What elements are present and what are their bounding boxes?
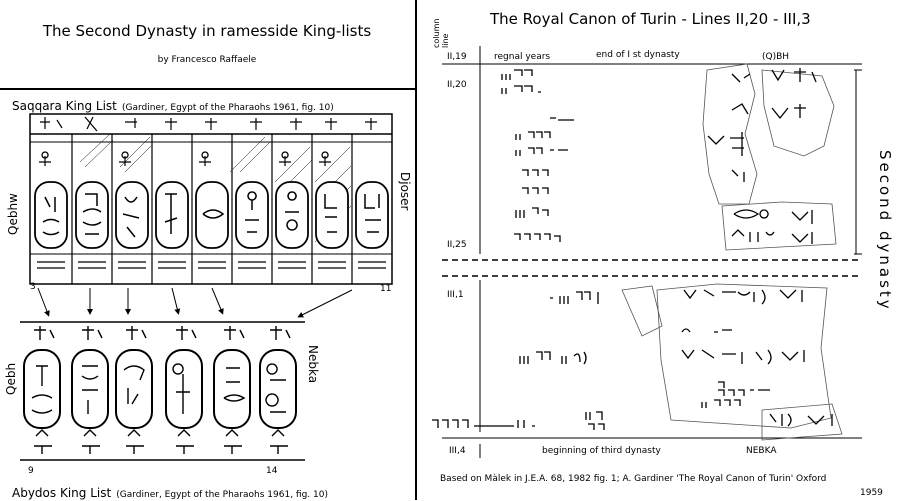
source-credit: Based on Màlek in J.E.A. 68, 1982 fig. 1… xyxy=(440,474,827,484)
nebka-turin-label: NEBKA xyxy=(746,446,777,456)
qebh-label: Qebh xyxy=(4,362,18,395)
left-divider xyxy=(0,88,416,90)
qebhw-label: Qebhw xyxy=(6,193,20,235)
number-11: 11 xyxy=(380,284,392,294)
row-label-ii-25: II,25 xyxy=(447,240,467,250)
qbh-label: (Q)BH xyxy=(762,52,790,62)
abydos-heading: Abydos King List xyxy=(12,486,112,500)
turin-canon-drawing xyxy=(432,46,862,458)
number-3: 3 xyxy=(30,282,36,292)
correspondence-arrows xyxy=(37,287,353,318)
right-title: The Royal Canon of Turin - Lines II,20 -… xyxy=(490,10,811,28)
abydos-reference: (Gardiner, Egypt of the Pharaohs 1961, f… xyxy=(116,490,328,500)
author-credit: by Francesco Raffaele xyxy=(157,55,257,65)
source-credit-year: 1959 xyxy=(860,488,883,498)
abydos-king-list-drawing xyxy=(20,321,305,461)
second-dynasty-label: Second dynasty xyxy=(876,150,894,312)
number-14: 14 xyxy=(266,466,278,476)
beginning-third-dynasty: beginning of third dynasty xyxy=(542,446,661,456)
row-label-ii-20: II,20 xyxy=(447,80,467,90)
saqqara-heading: Saqqara King List xyxy=(12,99,117,113)
center-divider xyxy=(415,0,417,500)
saqqara-king-list-drawing xyxy=(29,113,393,285)
djoser-label: Djoser xyxy=(398,172,412,211)
row-label-ii-19: II,19 xyxy=(447,52,467,62)
saqqara-reference: (Gardiner, Egypt of the Pharaohs 1961, f… xyxy=(121,103,334,113)
row-label-iii-4: III,4 xyxy=(449,446,466,456)
saqqara-heading-row: Saqqara King List (Gardiner, Egypt of th… xyxy=(12,95,334,114)
end-first-dynasty: end of I st dynasty xyxy=(596,50,680,60)
nebka-label: Nebka xyxy=(306,345,320,384)
abydos-heading-row: Abydos King List (Gardiner, Egypt of the… xyxy=(12,482,328,501)
row-label-iii-1: III,1 xyxy=(447,290,464,300)
regnal-years-header: regnal years xyxy=(494,52,551,62)
left-title: The Second Dynasty in ramesside King-lis… xyxy=(42,22,372,40)
number-9: 9 xyxy=(28,466,34,476)
